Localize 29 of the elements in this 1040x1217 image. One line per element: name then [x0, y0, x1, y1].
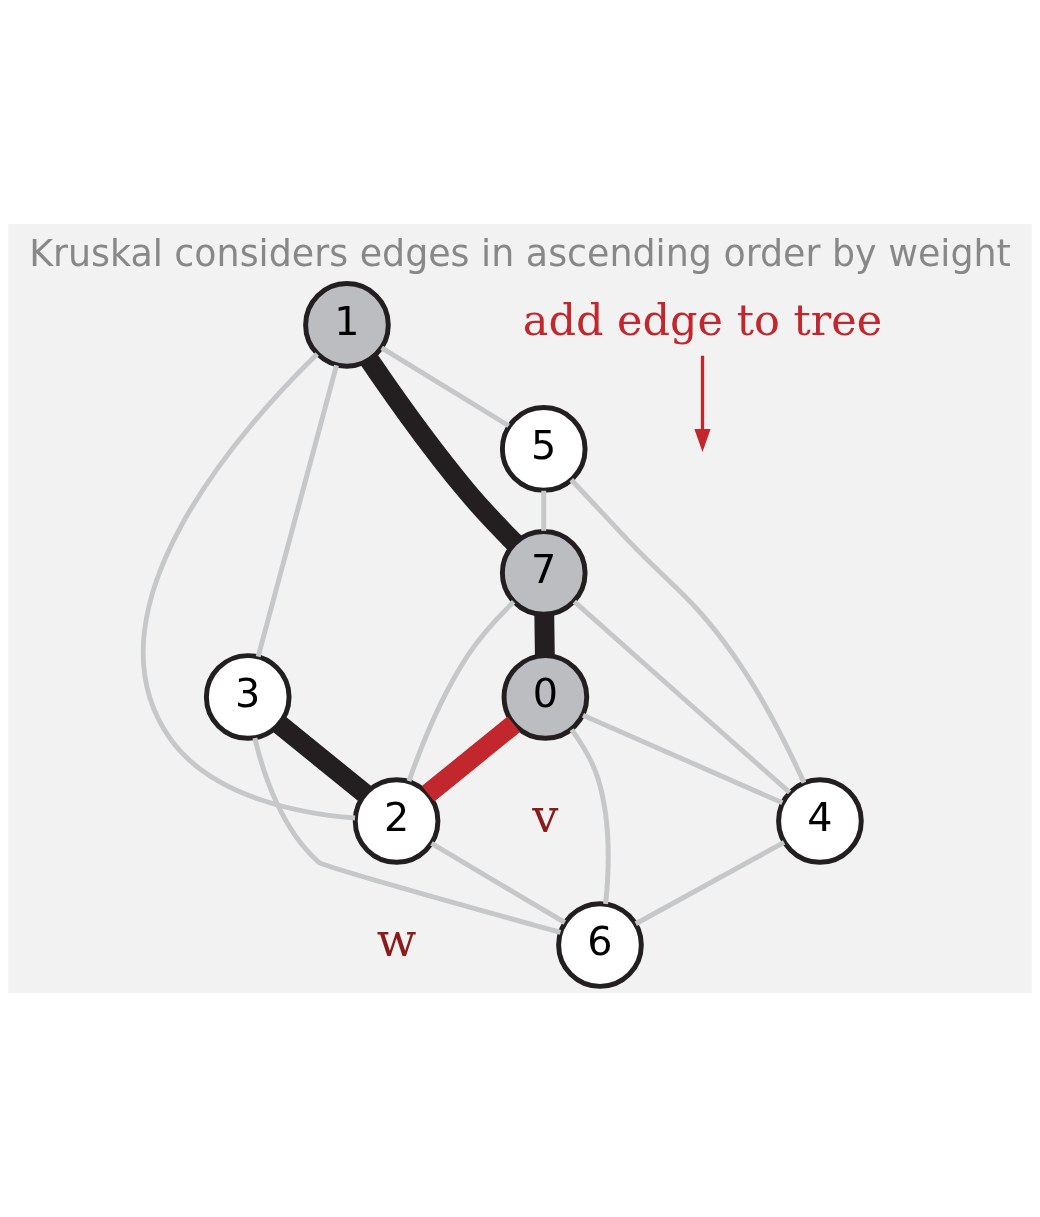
connector	[569, 728, 611, 905]
connector	[582, 712, 784, 806]
connector	[634, 840, 786, 926]
node-text: add edge to tree	[522, 295, 883, 346]
connector	[255, 364, 339, 658]
connector	[273, 716, 372, 802]
node-circle: 7	[499, 529, 588, 617]
connector	[380, 345, 510, 428]
node-circle: 6	[556, 901, 644, 989]
node-circle: 3	[203, 653, 292, 741]
node-label: v	[532, 789, 559, 844]
connector	[252, 737, 562, 935]
node-circle: 1	[303, 281, 391, 369]
diagram-title: Kruskal considers edges in ascending order by weight	[29, 232, 1011, 276]
node-circle: 0	[501, 653, 590, 741]
connector	[406, 600, 516, 782]
connector	[572, 599, 792, 795]
connector	[569, 478, 807, 784]
node-circle: 2	[352, 777, 441, 865]
connector	[541, 490, 547, 531]
connector	[534, 614, 555, 656]
connector	[361, 354, 522, 550]
connector	[141, 352, 356, 821]
node-circle: 4	[776, 777, 864, 865]
connector	[421, 716, 521, 802]
node-circle: 5	[499, 405, 588, 493]
connector	[430, 841, 567, 925]
node-label: w	[376, 913, 417, 968]
arrow	[694, 355, 711, 453]
